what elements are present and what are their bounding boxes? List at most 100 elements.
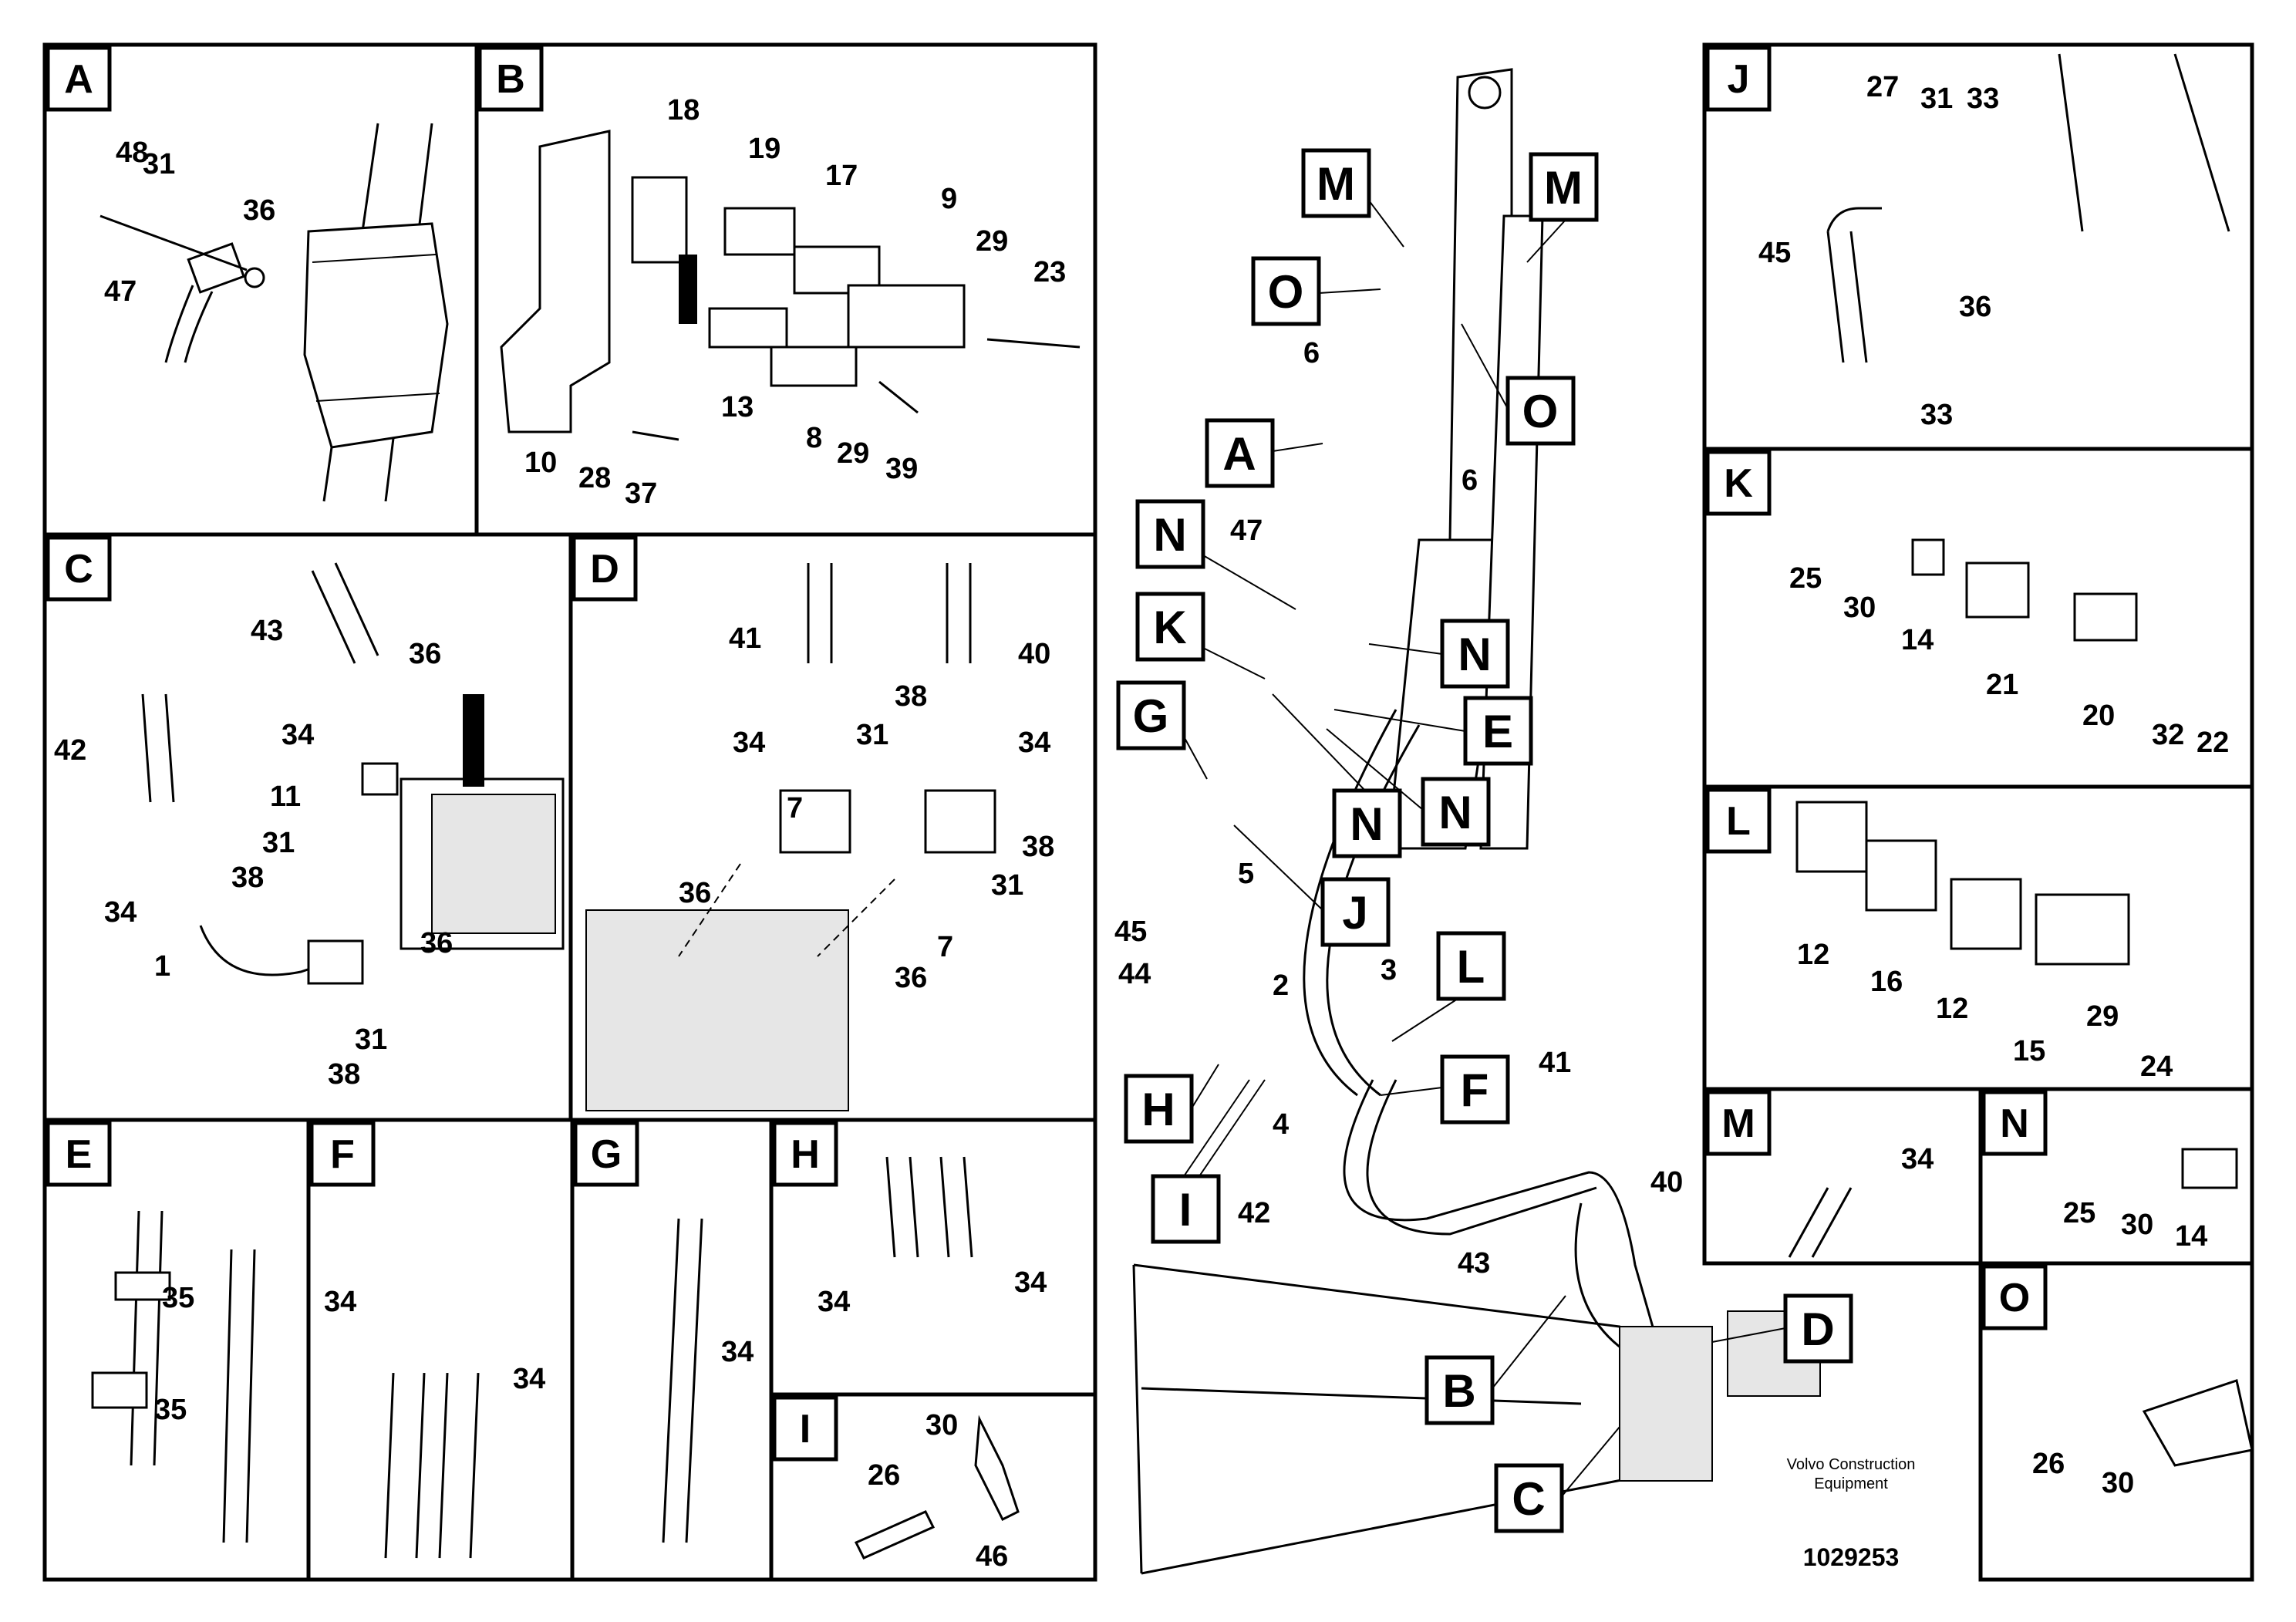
panel-c-label: C [64,547,93,592]
callout-c-42: 42 [54,734,86,767]
brand-line-1: Volvo Construction [1787,1456,1916,1473]
callout-b-29-lower: 29 [837,437,869,470]
panel-b-label: B [496,57,525,102]
main-tag-i: I [1179,1184,1192,1236]
callout-i-46: 46 [976,1540,1008,1573]
callout-f-34-right: 34 [513,1363,545,1395]
callout-c-1: 1 [154,950,170,983]
callout-b-9: 9 [941,183,957,215]
panel-m-label: M [1721,1101,1755,1146]
callout-d-31-right: 31 [991,869,1023,902]
callout-n-25: 25 [2063,1197,2095,1229]
main-tag-b: B [1442,1365,1475,1417]
callout-g-34: 34 [721,1336,754,1368]
callout-a-31: 31 [143,148,175,180]
callout-m-34: 34 [1901,1143,1934,1175]
footer: Volvo Construction Equipment 1029253 [1787,1456,1916,1571]
panel-n: N [1981,1090,2238,1189]
callout-c-38: 38 [231,862,264,894]
callout-b-28: 28 [578,462,611,494]
panel-d-label: D [590,547,619,592]
callout-k-32: 32 [2152,719,2184,751]
callout-c-34: 34 [282,719,314,751]
main-tag-m-left: M [1317,158,1355,210]
main-tag-e: E [1482,706,1513,757]
callout-d-38: 38 [895,680,927,713]
panel-j: J [1705,46,2230,363]
callout-c-38-lower: 38 [328,1058,360,1091]
callout-d-36: 36 [679,877,711,909]
callout-k-14: 14 [1901,624,1934,656]
main-tag-leaders [1183,200,1786,1497]
callout-d-40: 40 [1018,638,1050,670]
callout-b-18: 18 [667,94,700,126]
callout-i-30: 30 [925,1409,958,1442]
callout-c-31-lower: 31 [355,1023,387,1056]
callout-j-31: 31 [1920,83,1953,115]
callout-d-31: 31 [856,719,888,751]
panel-h: H [772,1121,973,1258]
panel-o-label: O [1999,1276,2030,1320]
main-tag-j: J [1342,887,1367,939]
callout-b-29: 29 [976,225,1008,258]
callout-c-36-lower: 36 [420,927,453,959]
panel-i: I [772,1395,1020,1560]
panel-e-label: E [66,1132,93,1177]
main-tag-m-right: M [1544,162,1583,214]
callout-d-7: 7 [787,792,803,824]
panel-o: O [1981,1264,2254,1467]
callout-b-37: 37 [625,477,657,510]
callout-main-6: 6 [1303,337,1320,369]
callout-o-26: 26 [2032,1448,2065,1480]
main-tag-g: G [1133,690,1169,742]
callout-j-33-lower: 33 [1920,399,1953,431]
document-number: 1029253 [1803,1543,1900,1571]
panel-a-label: A [64,57,93,102]
callout-j-27: 27 [1866,71,1899,103]
callout-a-48: 48 [116,137,148,169]
callout-d-41: 41 [729,622,761,655]
callout-k-25: 25 [1789,562,1822,595]
panel-b: B [477,46,1081,441]
callout-e-35: 35 [162,1282,194,1314]
right-panel-frames [1702,42,2254,1582]
main-tag-a: A [1222,428,1256,480]
callout-main-41: 41 [1539,1047,1571,1079]
callout-k-21: 21 [1986,669,2018,701]
brand-line-2: Equipment [1814,1475,1888,1492]
callout-f-34: 34 [324,1286,356,1318]
callout-h-34-right: 34 [1014,1266,1047,1299]
callout-b-19: 19 [748,133,781,165]
main-tag-n-lower-left: N [1350,798,1383,850]
callout-main-6-right: 6 [1462,464,1478,497]
callout-main-40: 40 [1650,1166,1683,1199]
panel-l: L [1705,787,2130,966]
callout-main-47: 47 [1230,514,1263,547]
callout-d-36-lower: 36 [895,962,927,994]
callout-d-34: 34 [733,727,765,759]
callout-b-39: 39 [885,453,918,485]
callout-l-16: 16 [1870,966,1903,998]
panel-m: M [1705,1090,1853,1258]
callout-l-12-right: 12 [1936,993,1968,1025]
callout-k-30: 30 [1843,592,1876,624]
main-tag-o-right: O [1522,386,1559,437]
panel-k-label: K [1724,461,1753,506]
callout-k-22: 22 [2197,727,2229,759]
panel-f-label: F [330,1132,355,1177]
callout-o-30: 30 [2102,1467,2134,1499]
main-tag-n-lower-right: N [1438,787,1472,838]
main-tag-l: L [1457,941,1485,993]
callout-main-45: 45 [1114,916,1147,948]
callout-k-20: 20 [2082,700,2115,732]
main-assembly [1132,68,1821,1575]
main-tag-n-right: N [1458,629,1491,680]
panel-h-label: H [791,1132,820,1177]
panel-f: F [309,1121,480,1559]
callout-j-36: 36 [1959,291,1991,323]
callout-e-35-lower: 35 [154,1394,187,1426]
callout-main-44: 44 [1118,958,1151,990]
callout-b-10: 10 [524,447,557,479]
callout-i-26: 26 [868,1459,900,1492]
